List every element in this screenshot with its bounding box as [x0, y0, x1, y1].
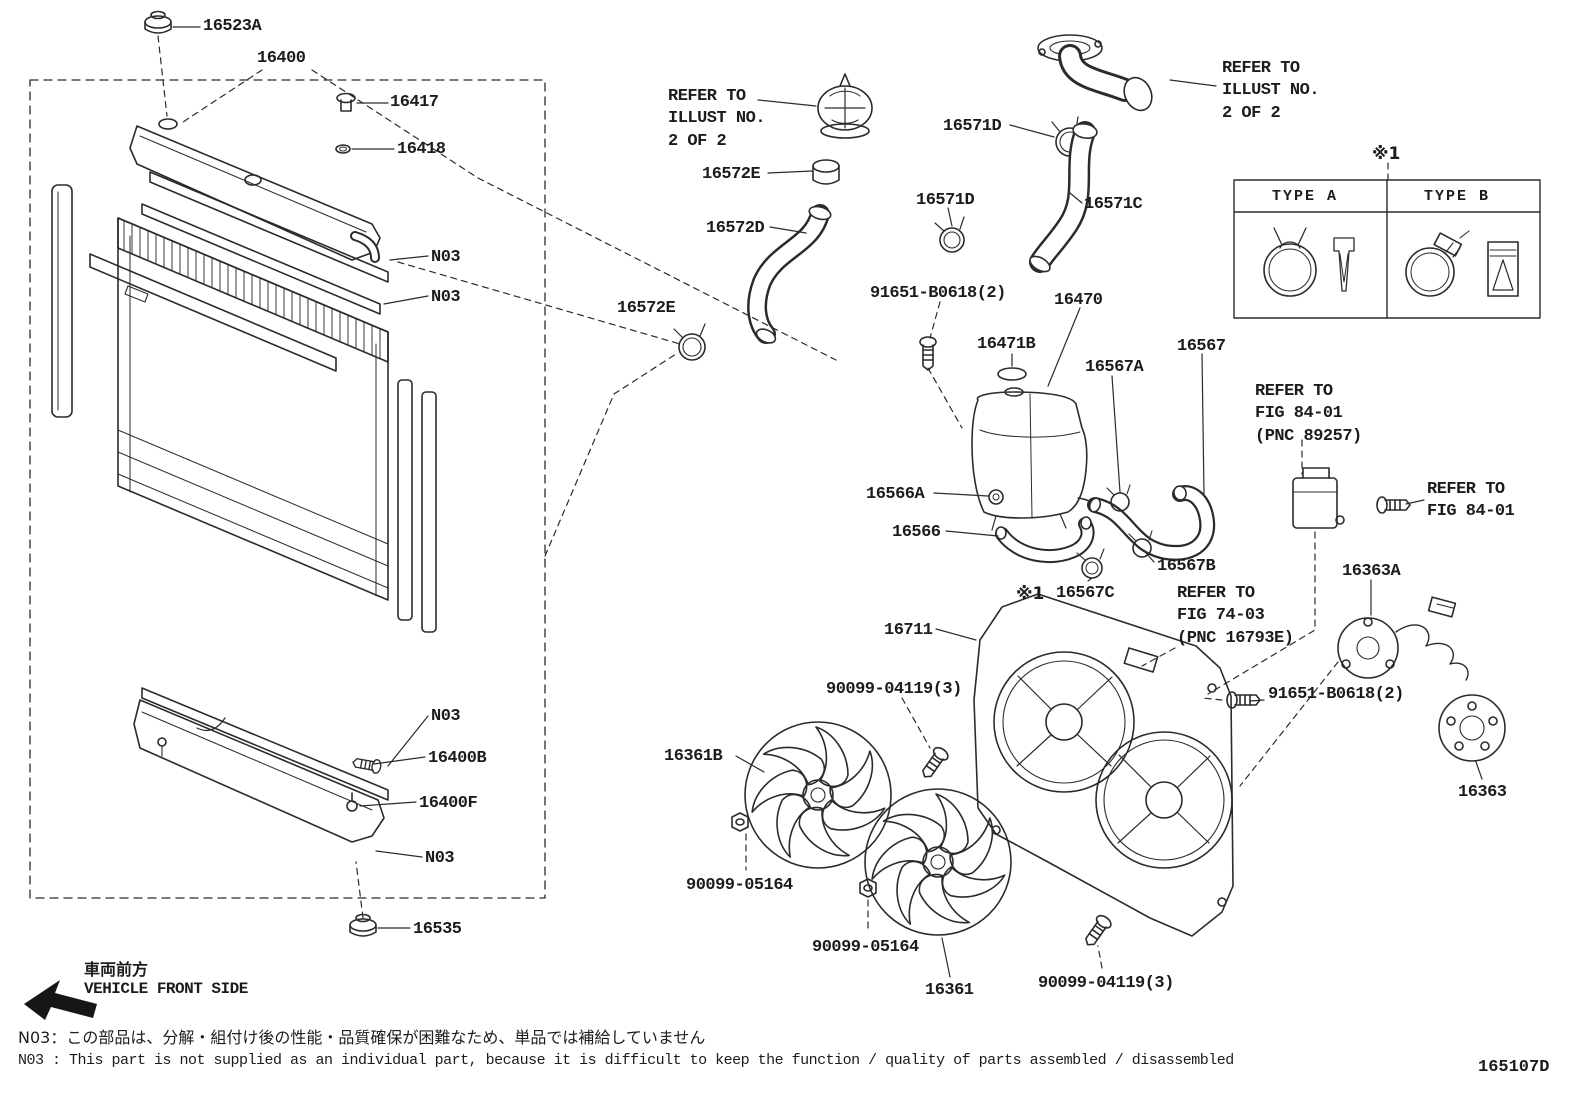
- water-outlet: [1037, 34, 1153, 112]
- drawing-number: 165107D: [1478, 1058, 1550, 1077]
- clamp-16572e: [673, 323, 706, 361]
- fan-16361: [864, 788, 1012, 938]
- radiator-core: [117, 217, 389, 601]
- hose-16572d: [747, 204, 832, 344]
- part-16572e-top: [812, 159, 840, 185]
- clamp-16567a: [1106, 484, 1131, 512]
- radiator-side-seals: [51, 184, 437, 633]
- radiator-cap-16523a: [144, 10, 172, 34]
- sensor-16400b: [351, 754, 383, 775]
- thermostat: [817, 73, 873, 139]
- reservoir-tank-16470: [971, 367, 1095, 531]
- vehicle-front-arrow: [24, 980, 97, 1020]
- plug-16400f: [346, 792, 358, 812]
- hose-16567: [1087, 485, 1216, 561]
- fan-motor-16363: [1438, 694, 1506, 762]
- type-table-art: [1233, 179, 1541, 319]
- vehicle-front-label-jp: 車両前方: [84, 960, 149, 979]
- hose-16571c: [1029, 121, 1098, 273]
- ring-16418: [335, 144, 351, 154]
- relay-fig-84-01: [1292, 467, 1411, 529]
- clamp-16567b: [1128, 530, 1153, 558]
- bolt-16417: [336, 92, 356, 112]
- grommet-16566a: [988, 489, 1004, 505]
- fan-shroud-16711: [973, 593, 1234, 937]
- radiator-assembly-box: [29, 79, 546, 899]
- type-b-header: TYPE B: [1424, 188, 1491, 205]
- footnote-en: N03 : This part is not supplied as an in…: [18, 1052, 1234, 1069]
- vehicle-front-label-en: VEHICLE FRONT SIDE: [84, 980, 248, 998]
- radiator-top-tank: [129, 118, 381, 263]
- footnote-jp: N03：この部品は、分解・組付け後の性能・品質確保が困難なため、単品では補給して…: [18, 1028, 706, 1047]
- leader-lines: [172, 26, 1483, 978]
- hose-16566: [995, 516, 1095, 563]
- radiator-gaskets: [89, 171, 389, 372]
- radiator-lower-tank: [133, 687, 389, 843]
- fan-motor-16363a: [1337, 596, 1469, 681]
- fan-16361b: [744, 721, 892, 871]
- type-a-header: TYPE A: [1272, 188, 1339, 205]
- construction-lines: [157, 35, 1389, 969]
